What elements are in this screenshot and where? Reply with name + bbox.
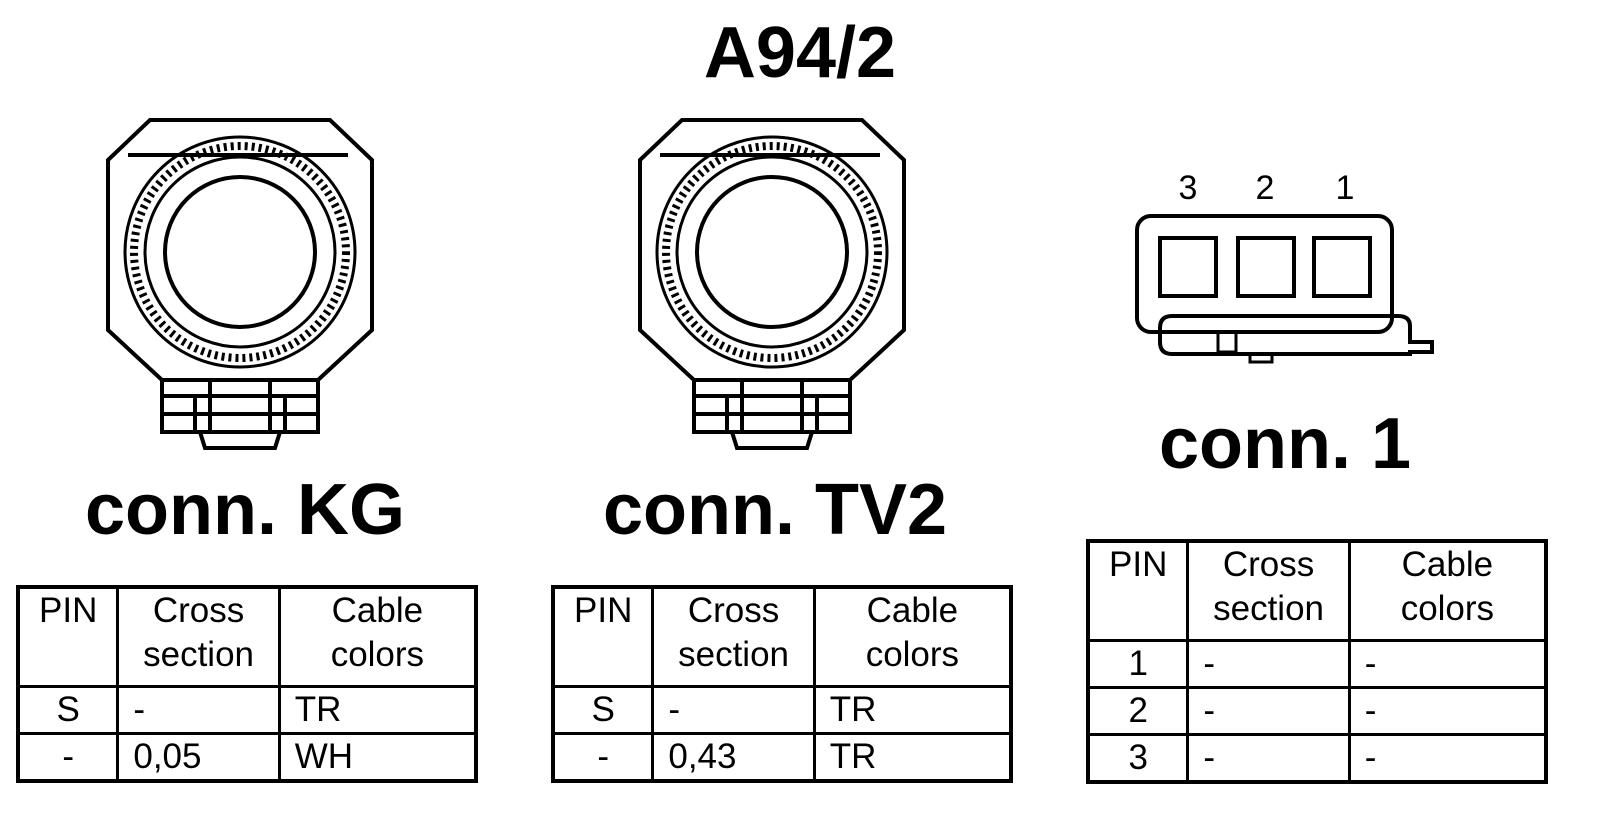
cross-section-cell: 0,05 — [116, 732, 281, 783]
connector-tv2-label: conn. TV2 — [602, 470, 948, 550]
cross-section-cell: - — [1186, 733, 1351, 784]
table-header-row: PIN Cross section Cable colors — [1086, 539, 1548, 642]
connector-1-pin-number: 1 — [1335, 169, 1355, 207]
table-header-row: PIN Cross section Cable colors — [551, 585, 1013, 688]
cross-section-header: Cross section — [116, 585, 281, 688]
cross-section-cell: - — [1186, 686, 1351, 736]
pin-header: PIN — [551, 585, 655, 688]
cross-section-cell: - — [116, 685, 281, 735]
pin-cell: S — [16, 685, 120, 735]
cross-section-header: Cross section — [1186, 539, 1351, 642]
cable-color-cell: TR — [277, 685, 478, 735]
pin-cell: 3 — [1086, 733, 1190, 784]
connector-tv2-drawing — [638, 118, 906, 450]
pin-cell: S — [551, 685, 655, 735]
table-row: S - TR — [16, 685, 478, 735]
cable-colors-header: Cable colors — [812, 585, 1013, 688]
connector-kg-drawing — [106, 118, 374, 450]
connector-1-drawing — [1135, 214, 1434, 364]
connector-1-label: conn. 1 — [1158, 404, 1412, 484]
cable-color-cell: TR — [812, 732, 1013, 783]
table-row: 2 - - — [1086, 686, 1548, 736]
connector-1-table: PIN Cross section Cable colors 1 - - 2 -… — [1086, 539, 1548, 784]
cable-color-cell: WH — [277, 732, 478, 783]
pin-cell: 2 — [1086, 686, 1190, 736]
cable-colors-header: Cable colors — [277, 585, 478, 688]
connector-1-pin-number: 3 — [1178, 169, 1198, 207]
cable-color-cell: - — [1347, 639, 1548, 689]
connector-kg-label: conn. KG — [85, 470, 405, 550]
pin-header: PIN — [16, 585, 120, 688]
cable-colors-header: Cable colors — [1347, 539, 1548, 642]
cross-section-header: Cross section — [651, 585, 816, 688]
connector-kg-table: PIN Cross section Cable colors S - TR - … — [16, 585, 478, 783]
cable-color-cell: TR — [812, 685, 1013, 735]
table-row: S - TR — [551, 685, 1013, 735]
table-header-row: PIN Cross section Cable colors — [16, 585, 478, 688]
pin-header: PIN — [1086, 539, 1190, 642]
cross-section-cell: - — [651, 685, 816, 735]
diagram-title: A94/2 — [703, 13, 897, 93]
table-row: - 0,05 WH — [16, 732, 478, 783]
pin-cell: - — [16, 732, 120, 783]
cross-section-cell: - — [1186, 639, 1351, 689]
connector-tv2-table: PIN Cross section Cable colors S - TR - … — [551, 585, 1013, 783]
cross-section-cell: 0,43 — [651, 732, 816, 783]
cable-color-cell: - — [1347, 686, 1548, 736]
table-row: 1 - - — [1086, 639, 1548, 689]
table-row: - 0,43 TR — [551, 732, 1013, 783]
table-row: 3 - - — [1086, 733, 1548, 784]
cable-color-cell: - — [1347, 733, 1548, 784]
pin-cell: 1 — [1086, 639, 1190, 689]
connector-1-pin-number: 2 — [1255, 169, 1275, 207]
pin-cell: - — [551, 732, 655, 783]
